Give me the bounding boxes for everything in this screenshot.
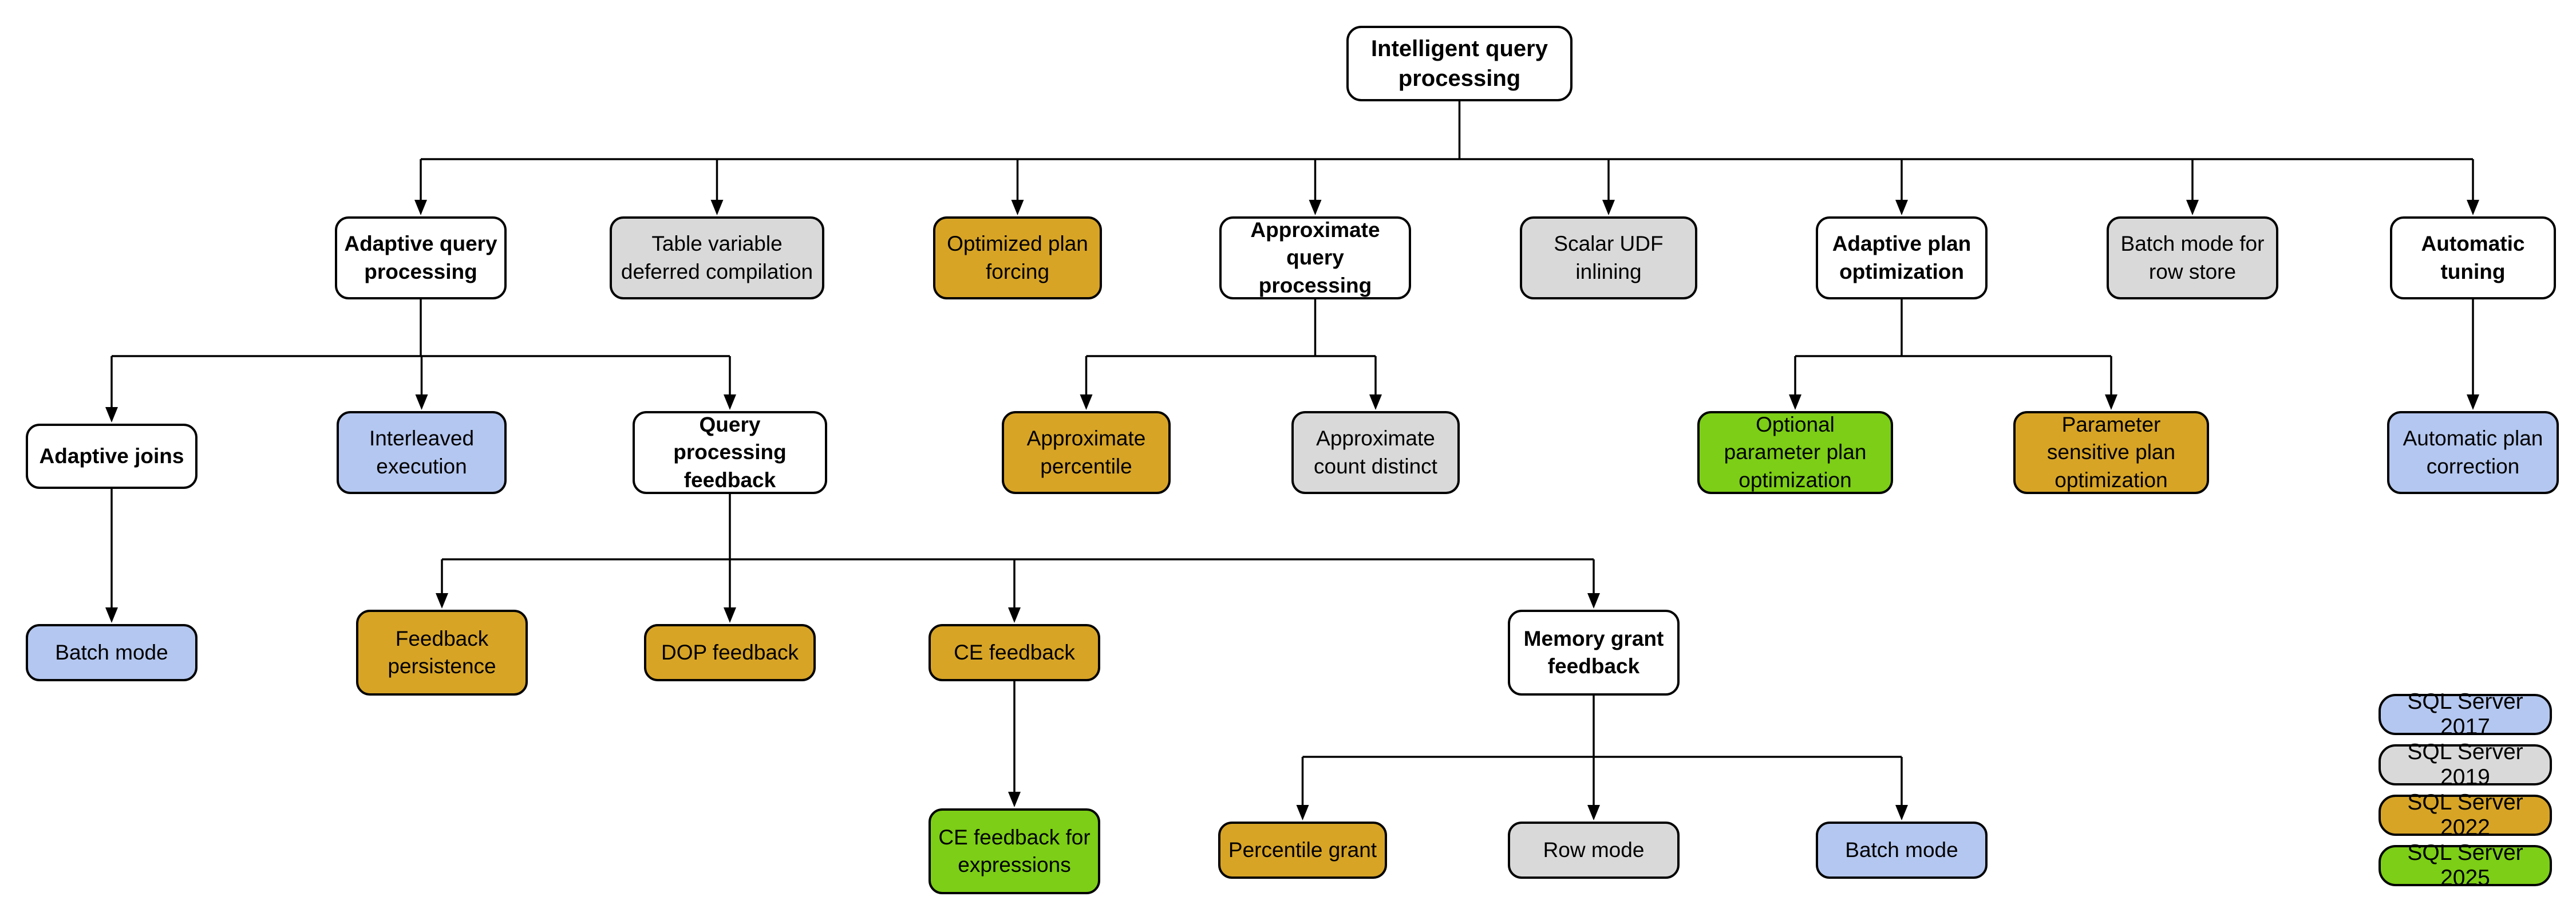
connector-intelligent-query-processing-arrowhead-adaptive-plan-optimization bbox=[1895, 200, 1908, 215]
node-adaptive-query-processing: Adaptive query processing bbox=[335, 216, 507, 299]
connector-memory-grant-feedback-arrowhead-row-mode bbox=[1587, 805, 1600, 820]
connector-intelligent-query-processing-arrowhead-table-variable-deferred-compilation bbox=[710, 200, 724, 215]
node-percentile-grant: Percentile grant bbox=[1218, 822, 1387, 879]
node-scalar-udf-inlining: Scalar UDF inlining bbox=[1520, 216, 1697, 299]
connector-approximate-query-processing-arrowhead-approximate-percentile bbox=[1080, 394, 1093, 410]
connector-approximate-query-processing-arrowhead-approximate-count-distinct bbox=[1369, 394, 1382, 410]
node-table-variable-deferred-compilation: Table variable deferred compilation bbox=[610, 216, 824, 299]
node-query-processing-feedback: Query processing feedback bbox=[633, 411, 827, 494]
connector-intelligent-query-processing-arrowhead-automatic-tuning bbox=[2467, 200, 2479, 215]
connector-adaptive-query-processing-arrowhead-query-processing-feedback bbox=[724, 394, 736, 410]
connector-adaptive-query-processing-arrowhead-adaptive-joins bbox=[105, 407, 118, 423]
node-approximate-query-processing: Approximate query processing bbox=[1219, 216, 1411, 299]
node-approximate-percentile: Approximate percentile bbox=[1002, 411, 1171, 494]
node-ce-feedback-for-expressions: CE feedback for expressions bbox=[929, 808, 1100, 894]
connector-intelligent-query-processing-arrowhead-optimized-plan-forcing bbox=[1011, 200, 1024, 215]
legend-item-sql-server-2019: SQL Server 2019 bbox=[2379, 740, 2552, 789]
node-ce-feedback: CE feedback bbox=[929, 624, 1100, 681]
node-batch-mode-adaptive-joins: Batch mode bbox=[26, 624, 197, 681]
connector-intelligent-query-processing-arrowhead-approximate-query-processing bbox=[1309, 200, 1322, 215]
connector-intelligent-query-processing-arrowhead-batch-mode-for-row-store bbox=[2186, 200, 2199, 215]
node-memory-grant-feedback: Memory grant feedback bbox=[1508, 610, 1680, 696]
connector-adaptive-query-processing-arrowhead-interleaved-execution bbox=[415, 394, 428, 410]
node-optional-parameter-plan-optimization: Optional parameter plan optimization bbox=[1697, 411, 1893, 494]
node-adaptive-plan-optimization: Adaptive plan optimization bbox=[1816, 216, 1988, 299]
connector-memory-grant-feedback-arrowhead-batch-mode-memory-grant bbox=[1895, 805, 1908, 820]
node-parameter-sensitive-plan-optimization: Parameter sensitive plan optimization bbox=[2013, 411, 2209, 494]
legend-item-sql-server-2022: SQL Server 2022 bbox=[2379, 790, 2552, 840]
legend-item-sql-server-2017: SQL Server 2017 bbox=[2379, 689, 2552, 739]
node-dop-feedback: DOP feedback bbox=[644, 624, 816, 681]
connector-adaptive-plan-optimization-arrowhead-optional-parameter-plan-optimization bbox=[1789, 394, 1801, 410]
node-feedback-persistence: Feedback persistence bbox=[356, 610, 528, 696]
node-optimized-plan-forcing: Optimized plan forcing bbox=[933, 216, 1102, 299]
connector-memory-grant-feedback-arrowhead-percentile-grant bbox=[1296, 805, 1309, 820]
connector-automatic-tuning-arrowhead bbox=[2467, 394, 2479, 410]
node-automatic-tuning: Automatic tuning bbox=[2390, 216, 2556, 299]
node-intelligent-query-processing: Intelligent query processing bbox=[1346, 26, 1573, 101]
legend-item-sql-server-2025: SQL Server 2025 bbox=[2379, 840, 2552, 890]
connector-ce-feedback-arrowhead bbox=[1008, 792, 1021, 807]
connector-adaptive-joins-arrowhead bbox=[105, 607, 118, 623]
node-interleaved-execution: Interleaved execution bbox=[337, 411, 507, 494]
connector-intelligent-query-processing-arrowhead-adaptive-query-processing bbox=[414, 200, 427, 215]
node-batch-mode-for-row-store: Batch mode for row store bbox=[2107, 216, 2278, 299]
connector-query-processing-feedback-arrowhead-feedback-persistence bbox=[436, 593, 448, 609]
node-approximate-count-distinct: Approximate count distinct bbox=[1291, 411, 1460, 494]
connector-intelligent-query-processing-arrowhead-scalar-udf-inlining bbox=[1602, 200, 1615, 215]
connector-adaptive-plan-optimization-arrowhead-parameter-sensitive-plan-optimization bbox=[2105, 394, 2117, 410]
node-automatic-plan-correction: Automatic plan correction bbox=[2387, 411, 2559, 494]
node-batch-mode-memory-grant: Batch mode bbox=[1816, 822, 1988, 879]
connector-query-processing-feedback-arrowhead-ce-feedback bbox=[1008, 607, 1021, 623]
connector-query-processing-feedback-arrowhead-memory-grant-feedback bbox=[1587, 593, 1600, 609]
node-row-mode: Row mode bbox=[1508, 822, 1680, 879]
node-adaptive-joins: Adaptive joins bbox=[26, 424, 197, 489]
connector-query-processing-feedback-arrowhead-dop-feedback bbox=[724, 607, 736, 623]
